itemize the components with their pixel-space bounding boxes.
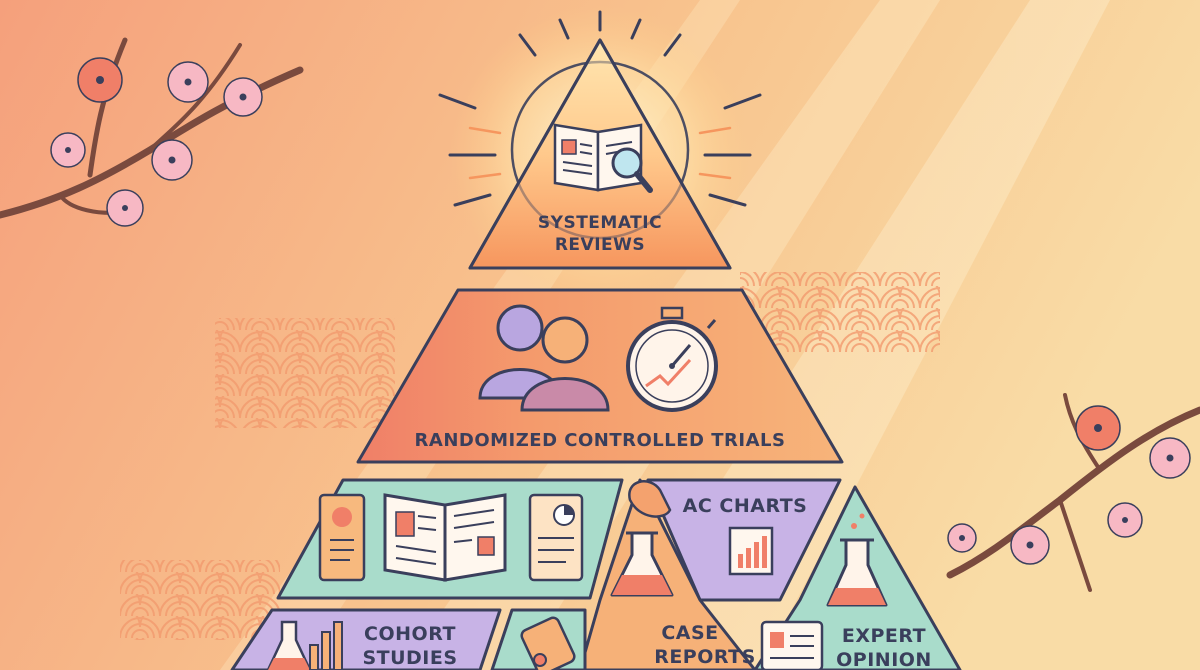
cherry-blossom-branch-left — [0, 37, 304, 227]
stopwatch-icon — [626, 306, 718, 412]
report-chart-icon — [528, 493, 584, 582]
cherry-blossom-branch-right — [946, 393, 1200, 592]
block-teal-documents — [276, 478, 624, 600]
tier-middle-label: RANDOMIZED CONTROLLED TRIALS — [415, 430, 786, 451]
participants-icon — [478, 304, 610, 412]
tier-systematic-reviews: SYSTEMATIC REVIEWS — [468, 38, 732, 270]
beaker-icon — [826, 513, 888, 607]
block-cohort-label-line2: STUDIES — [362, 647, 457, 669]
tier-top-label-line1: SYSTEMATIC — [538, 213, 662, 233]
book-magnifier-icon — [553, 123, 653, 193]
block-expert-label-line2: OPINION — [836, 649, 932, 670]
block-teal-expert-opinion: EXPERT OPINION — [753, 485, 962, 670]
document-icon — [318, 493, 366, 582]
block-cohort-label-line1: COHORT — [364, 623, 456, 645]
wave-pattern-decor — [120, 272, 940, 640]
tier-randomized-controlled-trials: RANDOMIZED CONTROLLED TRIALS — [356, 288, 844, 464]
open-book-icon — [383, 493, 507, 582]
block-orange-case-reports: CASE REPORTS — [578, 478, 757, 670]
flask-icon — [610, 531, 674, 597]
id-card-icon — [760, 620, 824, 670]
cohort-bar-chart-icon — [309, 621, 343, 670]
block-lavender-charts: AC CHARTS — [646, 478, 842, 602]
hand-icon — [628, 480, 672, 518]
sun-rays — [438, 10, 762, 207]
block-expert-label-line1: EXPERT — [842, 625, 926, 647]
block-case-label-line1: CASE — [661, 622, 718, 644]
bar-chart-icon — [728, 526, 774, 576]
test-tube-icon — [266, 620, 312, 670]
block-case-label-line2: REPORTS — [654, 646, 756, 668]
block-lavender-cohort-studies: COHORT STUDIES — [230, 608, 502, 670]
block-charts-label: AC CHARTS — [683, 495, 808, 517]
block-teal-tools — [490, 608, 587, 670]
tier-top-label-line2: REVIEWS — [555, 235, 645, 255]
